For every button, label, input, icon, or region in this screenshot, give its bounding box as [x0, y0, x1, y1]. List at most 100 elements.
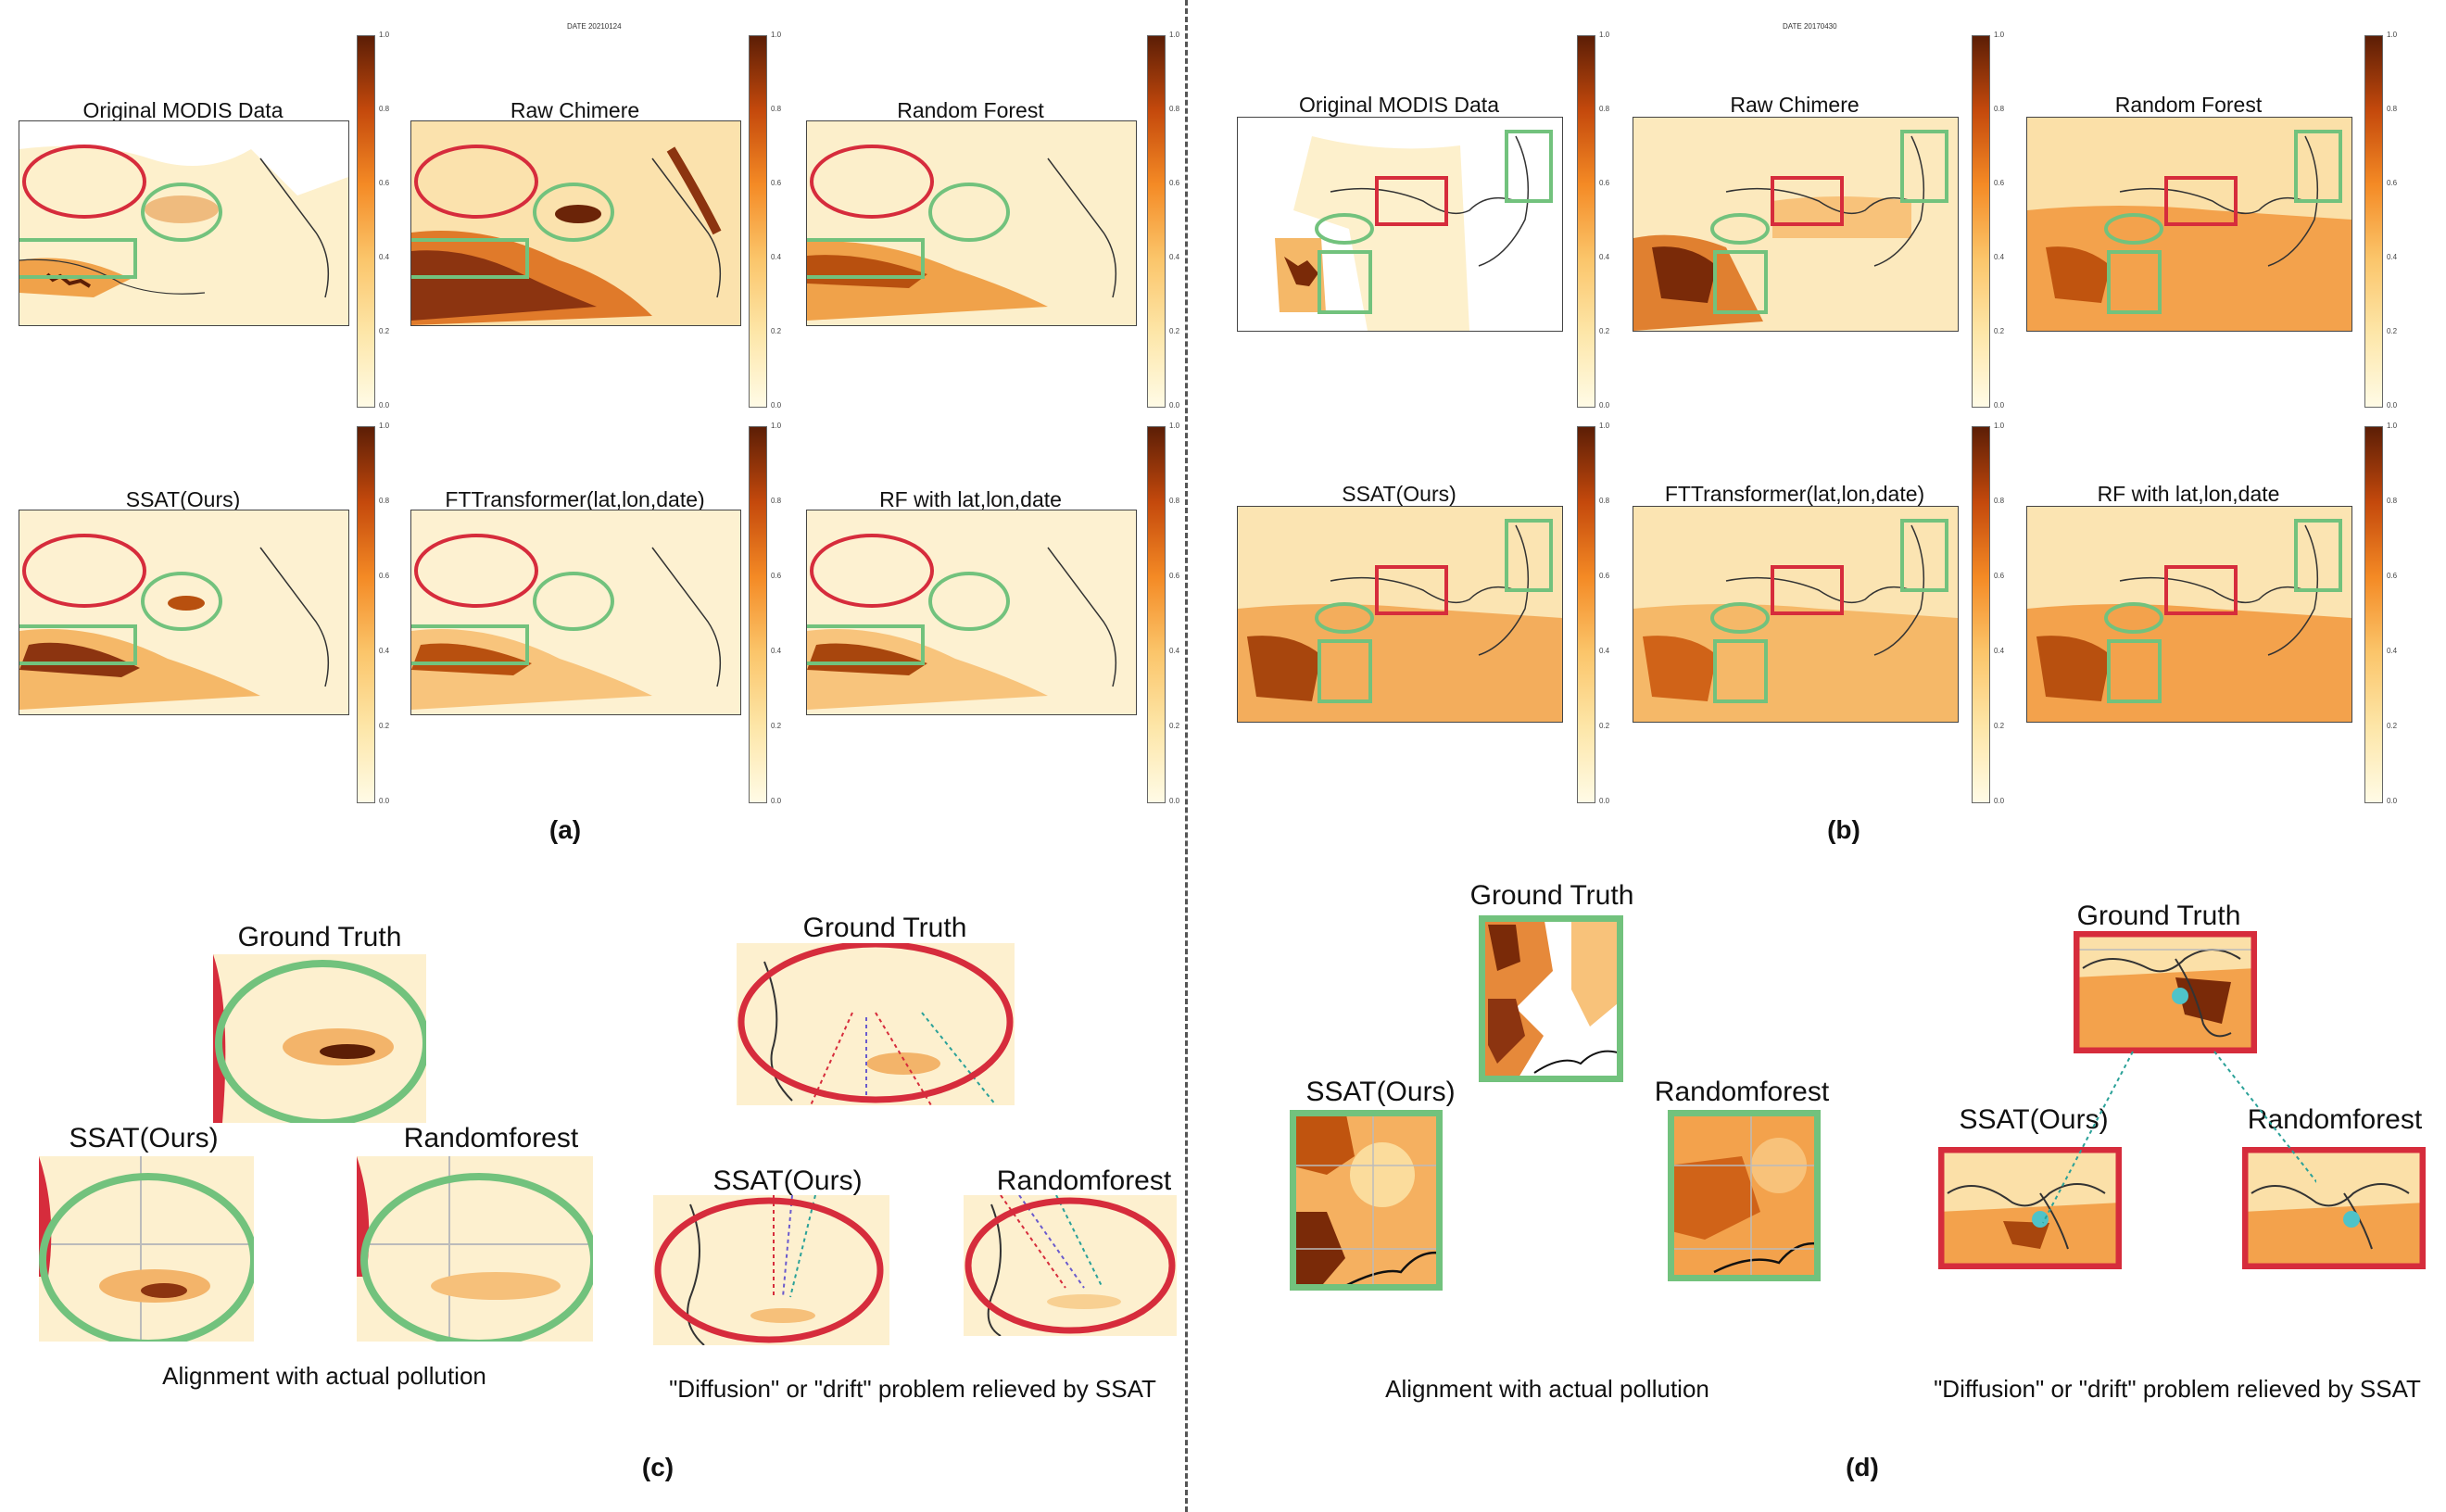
panel-a3-title: Random Forest — [897, 98, 1044, 122]
c-right-ssat-label: SSAT(Ours) — [712, 1166, 863, 1196]
panel-a4-map — [19, 510, 349, 715]
colorbar-tick-label: 0.4 — [2387, 647, 2398, 655]
colorbar-tick-label: 0.6 — [379, 179, 390, 187]
colorbar-a3 — [1147, 35, 1166, 408]
colorbar-tick-label: 1.0 — [771, 31, 782, 39]
panel-b2-title: Raw Chimere — [1730, 93, 1860, 117]
colorbar-tick-label: 0.0 — [379, 401, 390, 410]
date-label-a: DATE 20210124 — [567, 22, 622, 31]
d-right-rf-crop — [2242, 1147, 2426, 1269]
colorbar-tick-label: 0.6 — [1994, 572, 2005, 580]
colorbar-tick-label: 0.8 — [379, 497, 390, 505]
panel-a2-map — [410, 120, 741, 326]
colorbar-b4 — [1577, 426, 1595, 803]
colorbar-tick-label: 0.2 — [1599, 327, 1610, 335]
d-right-connectors — [2042, 1051, 2316, 1224]
sublabel-c: (c) — [641, 1453, 675, 1481]
colorbar-tick-label: 0.6 — [1599, 179, 1610, 187]
colorbar-tick-label: 0.6 — [2387, 572, 2398, 580]
colorbar-tick-label: 0.4 — [379, 253, 390, 261]
colorbar-b6 — [2364, 426, 2383, 803]
colorbar-tick-label: 0.8 — [2387, 105, 2398, 113]
colorbar-tick-label: 0.4 — [1994, 647, 2005, 655]
colorbar-tick-label: 0.2 — [771, 722, 782, 730]
colorbar-tick-label: 0.0 — [2387, 401, 2398, 410]
d-right-gt-label: Ground Truth — [2076, 901, 2241, 931]
colorbar-tick-label: 0.8 — [1169, 497, 1180, 505]
colorbar-a5 — [749, 426, 767, 803]
colorbar-tick-label: 0.6 — [771, 179, 782, 187]
colorbar-b1 — [1577, 35, 1595, 408]
panel-a3-map — [806, 120, 1137, 326]
c-right-gt-label: Ground Truth — [802, 913, 967, 943]
panel-b6-map — [2026, 506, 2352, 723]
colorbar-tick-label: 0.2 — [379, 722, 390, 730]
panel-a2-title: Raw Chimere — [510, 98, 640, 122]
panel-a1-map — [19, 120, 349, 326]
colorbar-a2 — [749, 35, 767, 408]
colorbar-tick-label: 0.0 — [1169, 401, 1180, 410]
d-right-ssat-label: SSAT(Ours) — [1959, 1104, 2109, 1135]
panel-b4-title: SSAT(Ours) — [1342, 482, 1456, 506]
panel-b5-map — [1633, 506, 1959, 723]
colorbar-tick-label: 0.4 — [1599, 253, 1610, 261]
colorbar-tick-label: 0.2 — [2387, 722, 2398, 730]
colorbar-tick-label: 0.4 — [379, 647, 390, 655]
panel-a4-title: SSAT(Ours) — [125, 487, 241, 511]
colorbar-tick-label: 1.0 — [1169, 31, 1180, 39]
c-left-gt-crop — [213, 954, 426, 1123]
colorbar-tick-label: 0.0 — [771, 401, 782, 410]
colorbar-tick-label: 0.8 — [1169, 105, 1180, 113]
c-right-caption: "Diffusion" or "drift" problem relieved … — [669, 1375, 1156, 1403]
panel-b3-map — [2026, 117, 2352, 332]
d-right-gt-crop — [2074, 931, 2257, 1053]
c-left-rf-crop — [357, 1156, 593, 1342]
colorbar-tick-label: 0.4 — [771, 253, 782, 261]
panel-b5-title: FTTransformer(lat,lon,date) — [1664, 482, 1925, 506]
d-right-ssat-crop — [1938, 1147, 2122, 1269]
colorbar-tick-label: 1.0 — [2387, 422, 2398, 430]
colorbar-tick-label: 0.2 — [1169, 327, 1180, 335]
colorbar-a4 — [357, 426, 375, 803]
colorbar-tick-label: 0.4 — [1169, 647, 1180, 655]
colorbar-tick-label: 0.6 — [1994, 179, 2005, 187]
colorbar-tick-label: 0.0 — [1599, 797, 1610, 805]
colorbar-tick-label: 1.0 — [1994, 422, 2005, 430]
panel-a5-map — [410, 510, 741, 715]
colorbar-tick-label: 0.8 — [771, 105, 782, 113]
d-left-ssat-crop — [1290, 1110, 1443, 1291]
colorbar-tick-label: 0.0 — [2387, 797, 2398, 805]
date-label-b: DATE 20170430 — [1783, 22, 1837, 31]
panel-b4-map — [1237, 506, 1563, 723]
panel-a5-title: FTTransformer(lat,lon,date) — [445, 487, 705, 511]
colorbar-tick-label: 0.4 — [771, 647, 782, 655]
d-left-rf-label: Randomforest — [1654, 1077, 1830, 1107]
sublabel-b: (b) — [1827, 815, 1860, 844]
colorbar-b3 — [2364, 35, 2383, 408]
colorbar-tick-label: 0.4 — [2387, 253, 2398, 261]
panel-b3-title: Random Forest — [2114, 93, 2263, 117]
d-left-ssat-label: SSAT(Ours) — [1305, 1077, 1456, 1107]
colorbar-tick-label: 0.4 — [1994, 253, 2005, 261]
colorbar-tick-label: 0.8 — [1599, 105, 1610, 113]
colorbar-tick-label: 0.0 — [379, 797, 390, 805]
colorbar-tick-label: 0.0 — [771, 797, 782, 805]
colorbar-tick-label: 0.6 — [1169, 572, 1180, 580]
panel-b2-map — [1633, 117, 1959, 332]
colorbar-a1 — [357, 35, 375, 408]
colorbar-tick-label: 1.0 — [771, 422, 782, 430]
colorbar-tick-label: 0.8 — [1994, 497, 2005, 505]
panel-b6-title: RF with lat,lon,date — [2097, 482, 2280, 506]
colorbar-tick-label: 1.0 — [1169, 422, 1180, 430]
colorbar-tick-label: 0.0 — [1169, 797, 1180, 805]
panel-a1-title: Original MODIS Data — [82, 98, 284, 122]
colorbar-tick-label: 0.6 — [771, 572, 782, 580]
colorbar-tick-label: 0.6 — [2387, 179, 2398, 187]
section-divider — [1185, 0, 1188, 1512]
colorbar-tick-label: 0.8 — [771, 497, 782, 505]
c-left-caption: Alignment with actual pollution — [162, 1362, 486, 1390]
colorbar-tick-label: 0.2 — [1994, 722, 2005, 730]
colorbar-tick-label: 0.2 — [2387, 327, 2398, 335]
d-left-gt-label: Ground Truth — [1469, 880, 1634, 911]
colorbar-tick-label: 0.0 — [1599, 401, 1610, 410]
